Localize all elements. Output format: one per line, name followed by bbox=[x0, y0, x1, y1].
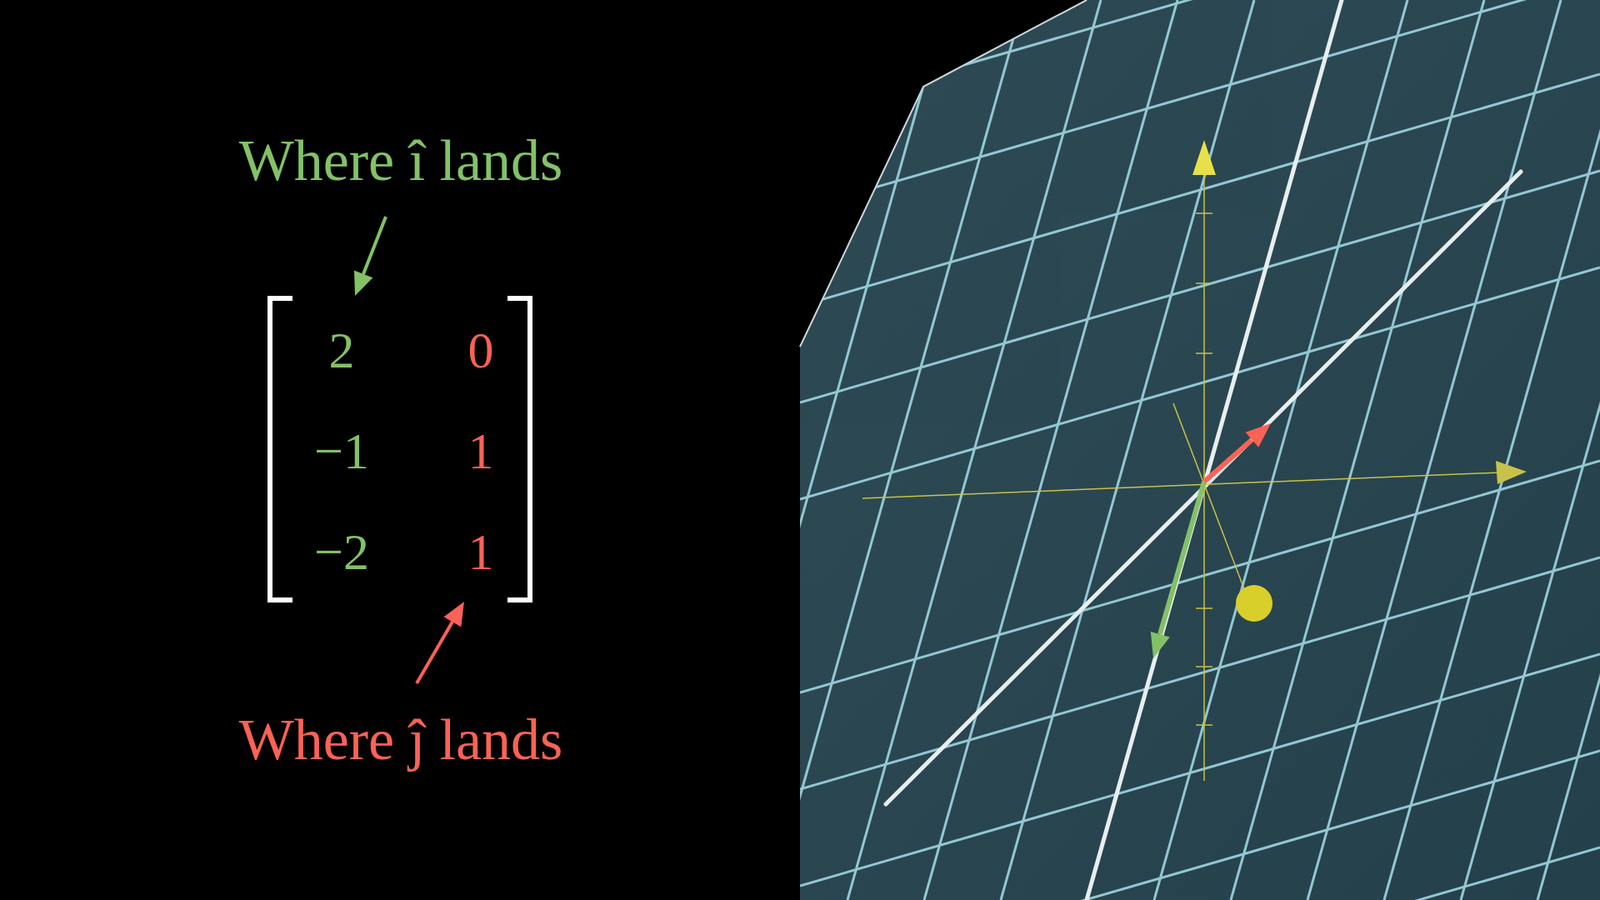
z-axis bbox=[1203, 166, 1205, 781]
leader-arrow bbox=[416, 621, 453, 684]
grid-line bbox=[924, 0, 1178, 900]
matrix-entry: −2 bbox=[314, 525, 370, 578]
grid-line bbox=[800, 170, 1600, 403]
span-line bbox=[1086, 0, 1342, 900]
callout-text: Where ĵ lands bbox=[239, 710, 564, 770]
grid-line bbox=[800, 750, 1600, 900]
y-axis bbox=[1173, 403, 1246, 594]
i-hat-head bbox=[1150, 631, 1170, 659]
plane bbox=[800, 0, 1600, 900]
i-hat-vector bbox=[1160, 481, 1205, 635]
tick bbox=[1195, 665, 1213, 668]
grid-line bbox=[1154, 0, 1408, 900]
grid-line bbox=[800, 847, 1600, 900]
grid-line bbox=[800, 0, 1600, 210]
grid-line bbox=[1384, 0, 1600, 900]
grid-line bbox=[1230, 0, 1485, 900]
axes bbox=[862, 166, 1500, 781]
matrix-entry: 1 bbox=[468, 525, 495, 578]
tick bbox=[1195, 607, 1213, 610]
leader-arrow bbox=[363, 216, 386, 275]
tick bbox=[1195, 724, 1213, 726]
axis-cone bbox=[1192, 140, 1216, 175]
matrix-entry: 1 bbox=[468, 425, 495, 477]
grid-line bbox=[800, 0, 1600, 113]
j-hat-head bbox=[1245, 423, 1272, 448]
x-axis bbox=[862, 472, 1500, 499]
grid-line bbox=[617, 0, 871, 900]
matrix-entry: −1 bbox=[314, 425, 370, 477]
grid-line bbox=[1307, 0, 1561, 900]
span-line bbox=[885, 171, 1521, 805]
axis-cone bbox=[1495, 460, 1527, 485]
grid bbox=[464, 0, 1600, 900]
leader-head bbox=[354, 270, 373, 297]
axis-cone bbox=[1235, 585, 1273, 622]
callout-text: Where î lands bbox=[239, 131, 564, 190]
grid-line bbox=[694, 0, 948, 900]
matrix-entry: 2 bbox=[329, 324, 355, 376]
matrix-entry: 0 bbox=[468, 324, 495, 376]
leader-head bbox=[444, 601, 465, 627]
grid-line bbox=[540, 0, 795, 900]
tick bbox=[1195, 352, 1213, 355]
j-hat-vector bbox=[1204, 440, 1252, 482]
matrix-bracket bbox=[507, 298, 530, 600]
tick bbox=[1195, 282, 1213, 285]
grid-line bbox=[800, 460, 1600, 693]
grid-line bbox=[800, 267, 1600, 500]
span-lines bbox=[885, 0, 1521, 900]
matrix-bracket bbox=[270, 298, 293, 600]
grid-line bbox=[800, 557, 1600, 790]
grid-line bbox=[800, 74, 1600, 306]
grid-line bbox=[1460, 0, 1600, 900]
grid-line bbox=[770, 0, 1025, 900]
tick bbox=[1195, 212, 1213, 215]
